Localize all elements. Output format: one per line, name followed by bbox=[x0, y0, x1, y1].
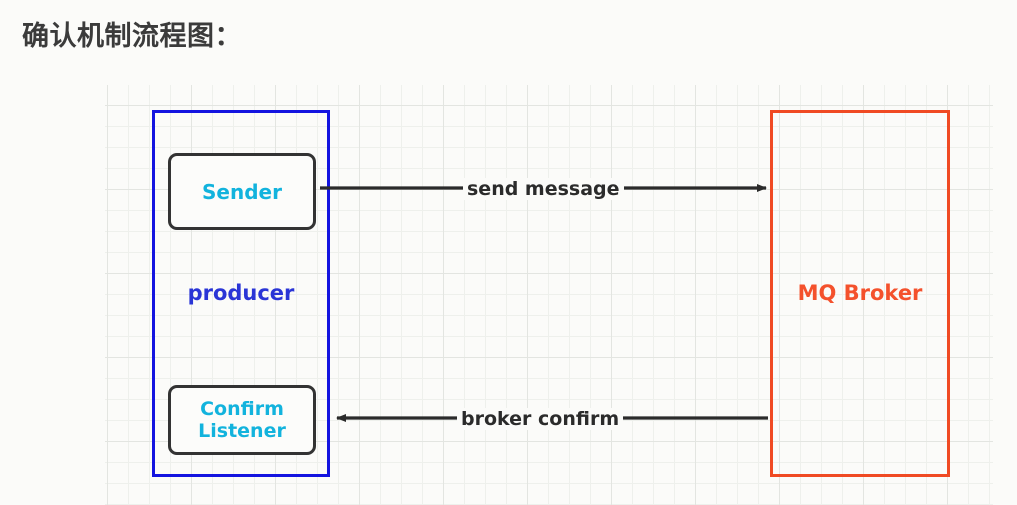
node-confirm-listener-label-line2: Listener bbox=[198, 420, 286, 442]
node-sender[interactable]: Sender bbox=[168, 153, 316, 230]
edge-label-send-message: send message bbox=[463, 178, 624, 200]
producer-container[interactable] bbox=[152, 110, 330, 477]
node-confirm-listener[interactable]: Confirm Listener bbox=[168, 385, 316, 455]
node-confirm-listener-label: Confirm Listener bbox=[198, 398, 286, 443]
page-title: 确认机制流程图： bbox=[22, 21, 242, 52]
mq-broker-label: MQ Broker bbox=[797, 281, 923, 305]
producer-label: producer bbox=[187, 281, 295, 305]
edge-label-broker-confirm: broker confirm bbox=[457, 408, 624, 430]
mq-broker-container[interactable] bbox=[770, 110, 950, 477]
node-confirm-listener-label-line1: Confirm bbox=[200, 397, 284, 420]
node-sender-label: Sender bbox=[202, 179, 282, 204]
